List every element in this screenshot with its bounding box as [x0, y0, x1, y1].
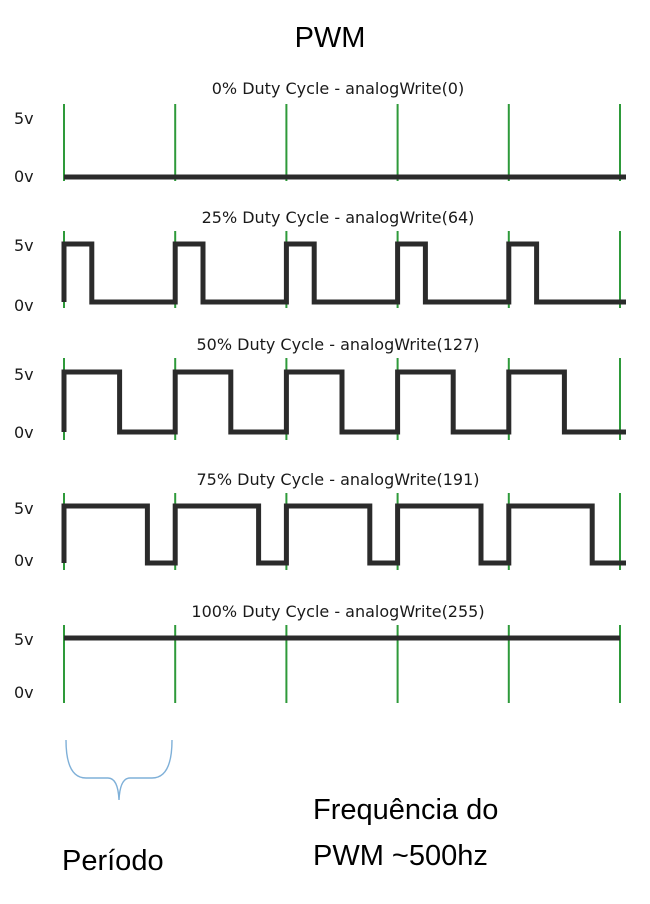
- duty-cycle-panel: 0% Duty Cycle - analogWrite(0) 5v 0v: [14, 79, 626, 186]
- pwm-waveform: [61, 503, 626, 566]
- high-voltage-label: 5v: [14, 365, 34, 384]
- panel-title: 75% Duty Cycle - analogWrite(191): [196, 470, 479, 489]
- panel-title: 100% Duty Cycle - analogWrite(255): [191, 602, 484, 621]
- panel-title: 0% Duty Cycle - analogWrite(0): [212, 79, 464, 98]
- panel-title: 25% Duty Cycle - analogWrite(64): [202, 208, 475, 227]
- duty-cycle-panel: 75% Duty Cycle - analogWrite(191) 5v 0v: [14, 470, 626, 570]
- pwm-waveform: [61, 369, 626, 435]
- high-voltage-label: 5v: [14, 499, 34, 518]
- low-voltage-label: 0v: [14, 296, 34, 315]
- duty-cycle-panel: 50% Duty Cycle - analogWrite(127) 5v 0v: [14, 335, 626, 442]
- low-voltage-label: 0v: [14, 551, 34, 570]
- high-voltage-label: 5v: [14, 109, 34, 128]
- frequency-label-line1: Frequência do: [313, 794, 498, 826]
- frequency-label-line2: PWM ~500hz: [313, 840, 488, 872]
- duty-cycle-panel: 100% Duty Cycle - analogWrite(255) 5v 0v: [14, 602, 621, 703]
- low-voltage-label: 0v: [14, 683, 34, 702]
- panel-title: 50% Duty Cycle - analogWrite(127): [196, 335, 479, 354]
- diagram-title: PWM: [295, 22, 366, 54]
- pwm-waveform: [61, 241, 626, 305]
- low-voltage-label: 0v: [14, 167, 34, 186]
- high-voltage-label: 5v: [14, 630, 34, 649]
- period-brace: [65, 739, 173, 801]
- period-label: Período: [62, 845, 164, 877]
- high-voltage-label: 5v: [14, 236, 34, 255]
- low-voltage-label: 0v: [14, 423, 34, 442]
- duty-cycle-panel: 25% Duty Cycle - analogWrite(64) 5v 0v: [14, 208, 626, 315]
